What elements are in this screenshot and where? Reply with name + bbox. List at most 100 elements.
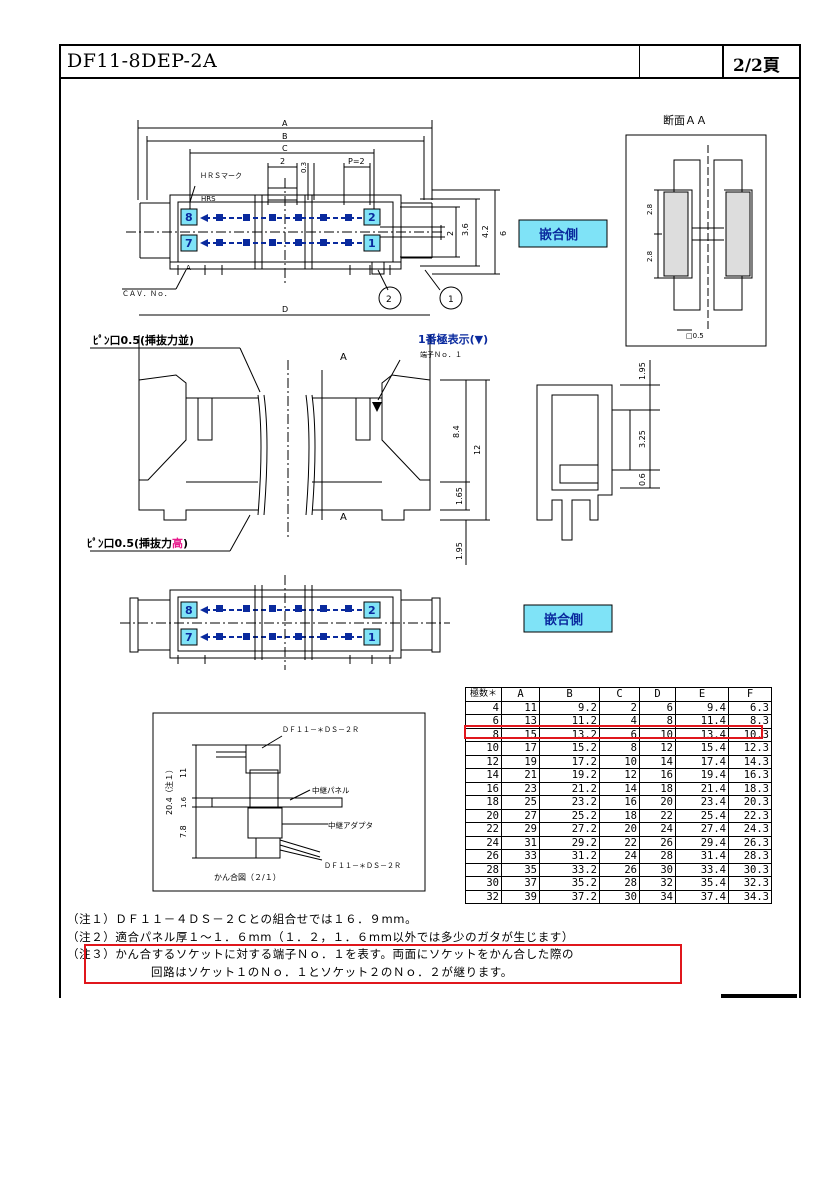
section-a-bottom: A	[340, 512, 347, 523]
table-cell: 26.3	[728, 835, 772, 850]
page-number: 2/2頁	[733, 56, 780, 76]
mating-inset-frame	[152, 712, 426, 892]
table-cell: 32	[639, 876, 676, 891]
mating-inset	[192, 735, 343, 861]
inset-dim-78: 7.8	[179, 825, 188, 838]
table-cell: 33.4	[675, 862, 729, 877]
table-cell: 30	[465, 876, 502, 891]
note-3a: （注３）かん合するソケットに対する端子Ｎｏ．１を表す。両面にソケットをかん合した…	[67, 947, 575, 961]
pin-label-2: 2	[368, 604, 376, 617]
fitting-side-callouts: 嵌合側 嵌合側	[518, 219, 613, 633]
section-view	[654, 145, 753, 331]
table-cell: 18	[639, 781, 676, 796]
table-cell: 24	[599, 849, 640, 864]
table-cell: 10	[465, 741, 502, 756]
inset-adapter-label: 中継アダプタ	[328, 820, 373, 830]
part-number-title: DF11-8DEP-2A	[67, 50, 218, 72]
table-cell: 22	[599, 835, 640, 850]
table-cell: 19	[501, 754, 540, 769]
table-cell: 31.4	[675, 849, 729, 864]
title-block: DF11-8DEP-2A 2/2頁	[61, 46, 799, 79]
technical-drawing: A B C 2 0.3 P=2 3.6 4.2 6 2 ＨＲＳマーク HRS Ｃ…	[87, 113, 767, 892]
table-cell: 14	[639, 754, 676, 769]
table-cell: 28.3	[728, 849, 772, 864]
table-header-cell: F	[728, 687, 772, 702]
table-cell: 28	[465, 862, 502, 877]
table-cell: 39	[501, 889, 540, 904]
table-cell: 26	[465, 849, 502, 864]
dim-2: 2	[280, 157, 285, 166]
table-cell: 16	[599, 795, 640, 810]
table-cell: 29	[501, 822, 540, 837]
table-cell: 17.2	[539, 754, 600, 769]
table-cell: 31.2	[539, 849, 600, 864]
dim-165: 1.65	[455, 487, 464, 505]
dim-12: 12	[473, 445, 482, 455]
note-3b: 回路はソケット１のＮｏ．１とソケット２のＮｏ．２が継ります。	[151, 964, 513, 979]
table-cell: 22.3	[728, 808, 772, 823]
table-cell: 14	[465, 768, 502, 783]
table-cell: 13	[501, 714, 540, 729]
table-cell: 22	[465, 822, 502, 837]
table-header-cell: C	[599, 687, 640, 702]
pin-label-7: 7	[185, 237, 193, 250]
table-cell: 33	[501, 849, 540, 864]
pin-label-2: 2	[368, 211, 376, 224]
note-1: （注１）ＤＦ１１－４ＤＳ－２Ｃとの組合せでは１６．９mm。	[67, 912, 418, 926]
table-cell: 27.4	[675, 822, 729, 837]
table-cell: 23.2	[539, 795, 600, 810]
section-a-top: A	[340, 352, 347, 363]
fitting-side-label-bottom: 嵌合側	[544, 612, 583, 628]
inset-panel-label: 中継パネル	[312, 785, 350, 795]
table-cell: 21.4	[675, 781, 729, 796]
pin-label-1: 1	[368, 631, 376, 644]
table-cell: 25	[501, 795, 540, 810]
table-cell: 22	[639, 808, 676, 823]
dim-36: 3.6	[461, 223, 470, 236]
table-cell: 12	[599, 768, 640, 783]
table-header-cell: D	[639, 687, 676, 702]
table-cell: 34	[639, 889, 676, 904]
pin-grid	[216, 214, 352, 640]
table-cell: 30.3	[728, 862, 772, 877]
inset-top-part: ＤＦ１１－＊ＤＳ－２Ｒ	[282, 726, 359, 734]
section-dim-pin: □0.5	[686, 332, 704, 340]
top-view	[122, 120, 500, 310]
pin-label-8: 8	[185, 604, 193, 617]
callout-one: 1	[448, 295, 454, 305]
pin-label-1: 1	[368, 237, 376, 250]
table-cell: 20	[599, 822, 640, 837]
table-cell: 30	[599, 889, 640, 904]
table-cell: 24	[639, 822, 676, 837]
table-cell: 24	[465, 835, 502, 850]
dim-b: B	[282, 132, 288, 141]
inset-bottom-part: ＤＦ１１－＊ＤＳ－２Ｒ	[324, 862, 401, 870]
fitting-side-label-top: 嵌合側	[539, 227, 578, 243]
inset-dim-16: 1.6	[180, 796, 188, 808]
side-view	[90, 314, 490, 565]
table-cell: 2	[599, 700, 640, 715]
section-view-frame	[625, 134, 767, 347]
terminal-no1-label: 端子Ｎｏ．１	[420, 350, 462, 359]
cav-a-label: A	[186, 264, 191, 272]
table-cell: 18.3	[728, 781, 772, 796]
table-cell: 34.3	[728, 889, 772, 904]
table-cell: 21.2	[539, 781, 600, 796]
dim-195-bottom: 1.95	[455, 542, 464, 560]
pin-label-8: 8	[185, 211, 193, 224]
dim-42: 4.2	[481, 225, 490, 238]
table-cell: 23.4	[675, 795, 729, 810]
cav-no-label: ＣＡＶ．Ｎｏ．	[122, 290, 171, 298]
table-cell: 12	[465, 754, 502, 769]
callout-two: 2	[386, 295, 392, 305]
table-cell: 15.4	[675, 741, 729, 756]
circuit-arrows	[205, 217, 362, 638]
dim-2v: 2	[446, 231, 455, 236]
table-cell: 15.2	[539, 741, 600, 756]
dim-a: A	[282, 119, 288, 128]
